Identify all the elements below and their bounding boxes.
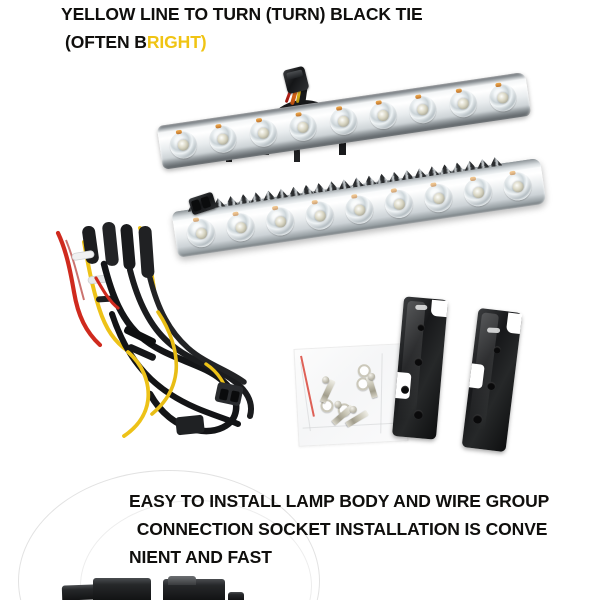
bottom-connector-c-cap [168, 576, 196, 585]
harness-cable-loop-3 [147, 275, 247, 385]
caption-bottom-line-2: CONNECTION SOCKET INSTALLATION IS CONVE [132, 519, 548, 539]
cable-zip-tie [123, 325, 157, 361]
bottom-connector-d [228, 592, 244, 600]
caption-top-line-2: (OFTEN BRIGHT) [0, 28, 600, 56]
wire-yellow-strand-2 [150, 310, 179, 416]
caption-bottom-line-1: EASY TO INSTALL LAMP BODY AND WIRE GROUP [129, 491, 550, 511]
wire-heatshrink-group [82, 221, 155, 278]
caption-top-line-2-highlight: RIGHT) [146, 32, 207, 52]
product-photo [0, 64, 600, 484]
wiring-harness [55, 221, 254, 438]
wire-red-lead [55, 230, 103, 348]
bottom-connector-a [61, 584, 97, 600]
caption-top: YELLOW LINE TO TURN (TURN) BLACK TIE (OF… [0, 0, 600, 56]
harness-cable-loop-2 [127, 267, 254, 419]
wire-yellow-strand-1 [122, 350, 151, 438]
harness-connector-a [214, 382, 244, 406]
caption-bottom-line-3: NIENT AND FAST [129, 547, 272, 567]
caption-top-line-1: YELLOW LINE TO TURN (TURN) BLACK TIE [61, 4, 423, 24]
caption-top-line-2-black: (OFTEN B [65, 32, 147, 52]
wire-red-tail [94, 276, 120, 310]
harness-connector-b [175, 414, 205, 436]
bottom-connector-b [93, 578, 151, 600]
caption-bottom: EASY TO INSTALL LAMP BODY AND WIRE GROUP… [0, 487, 600, 571]
